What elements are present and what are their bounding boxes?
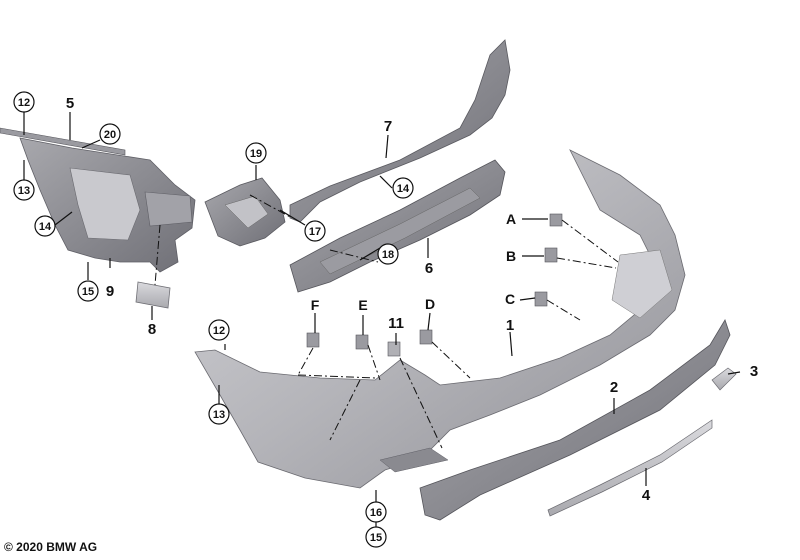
callout-14-left: 14 [34,215,56,237]
diffuser-part [419,319,731,521]
clip-A [549,213,563,227]
callout-15-left: 15 [77,280,99,302]
part-number-5: 5 [66,95,74,112]
small-reflector-part-3 [711,367,737,391]
part-number-8: 8 [148,321,156,338]
svg-text:15: 15 [370,532,382,544]
clip-E [355,334,369,350]
svg-text:16: 16 [370,507,382,519]
callout-13-bottom: 13 [208,403,230,425]
callout-12-top: 12 [13,91,35,113]
part-number-3: 3 [750,363,758,380]
callout-19: 19 [245,142,267,164]
part-number-7: 7 [384,118,392,135]
letter-C: C [505,291,515,307]
part-number-9: 9 [106,283,114,300]
svg-text:19: 19 [250,148,262,160]
svg-text:14: 14 [397,183,410,195]
letter-D: D [425,296,435,312]
callout-17: 17 [304,220,326,242]
callout-16: 16 [365,501,387,523]
callout-15-bottom: 15 [365,526,387,548]
side-bracket-part [0,127,196,273]
svg-text:13: 13 [213,409,225,421]
impact-absorber-part [289,159,506,293]
upper-carrier-part [289,39,511,223]
clip-F [306,332,320,348]
clip-C [534,291,548,307]
svg-text:12: 12 [18,97,30,109]
callout-20: 20 [99,123,121,145]
letter-E: E [358,297,367,313]
reflector-part-8 [135,281,171,309]
part-number-6: 6 [425,260,433,277]
part-number-2: 2 [610,379,618,396]
bumper-cover-part [194,149,686,489]
svg-text:13: 13 [18,185,30,197]
svg-text:12: 12 [213,325,225,337]
letter-F: F [311,297,320,313]
clip-11 [387,341,401,357]
mount-bracket-part [204,177,286,247]
part-number-11: 11 [388,315,404,332]
alignment-lines [154,194,619,449]
clip-B [544,247,558,263]
callout-12-bottom: 12 [208,319,230,341]
letter-A: A [506,211,516,227]
clip-D [419,329,433,345]
svg-text:20: 20 [104,129,116,141]
leader-lines [23,112,741,528]
part-number-4: 4 [642,487,651,504]
svg-text:15: 15 [82,286,94,298]
letter-B: B [506,248,516,264]
copyright-notice: © 2020 BMW AG [4,540,98,554]
svg-text:18: 18 [382,249,394,261]
callout-18: 18 [377,243,399,265]
part-number-1: 1 [506,317,514,334]
trim-strip-part [547,419,713,517]
callout-13-top: 13 [13,179,35,201]
callout-14-mid: 14 [392,177,414,199]
svg-text:17: 17 [309,226,321,238]
svg-text:14: 14 [39,221,52,233]
